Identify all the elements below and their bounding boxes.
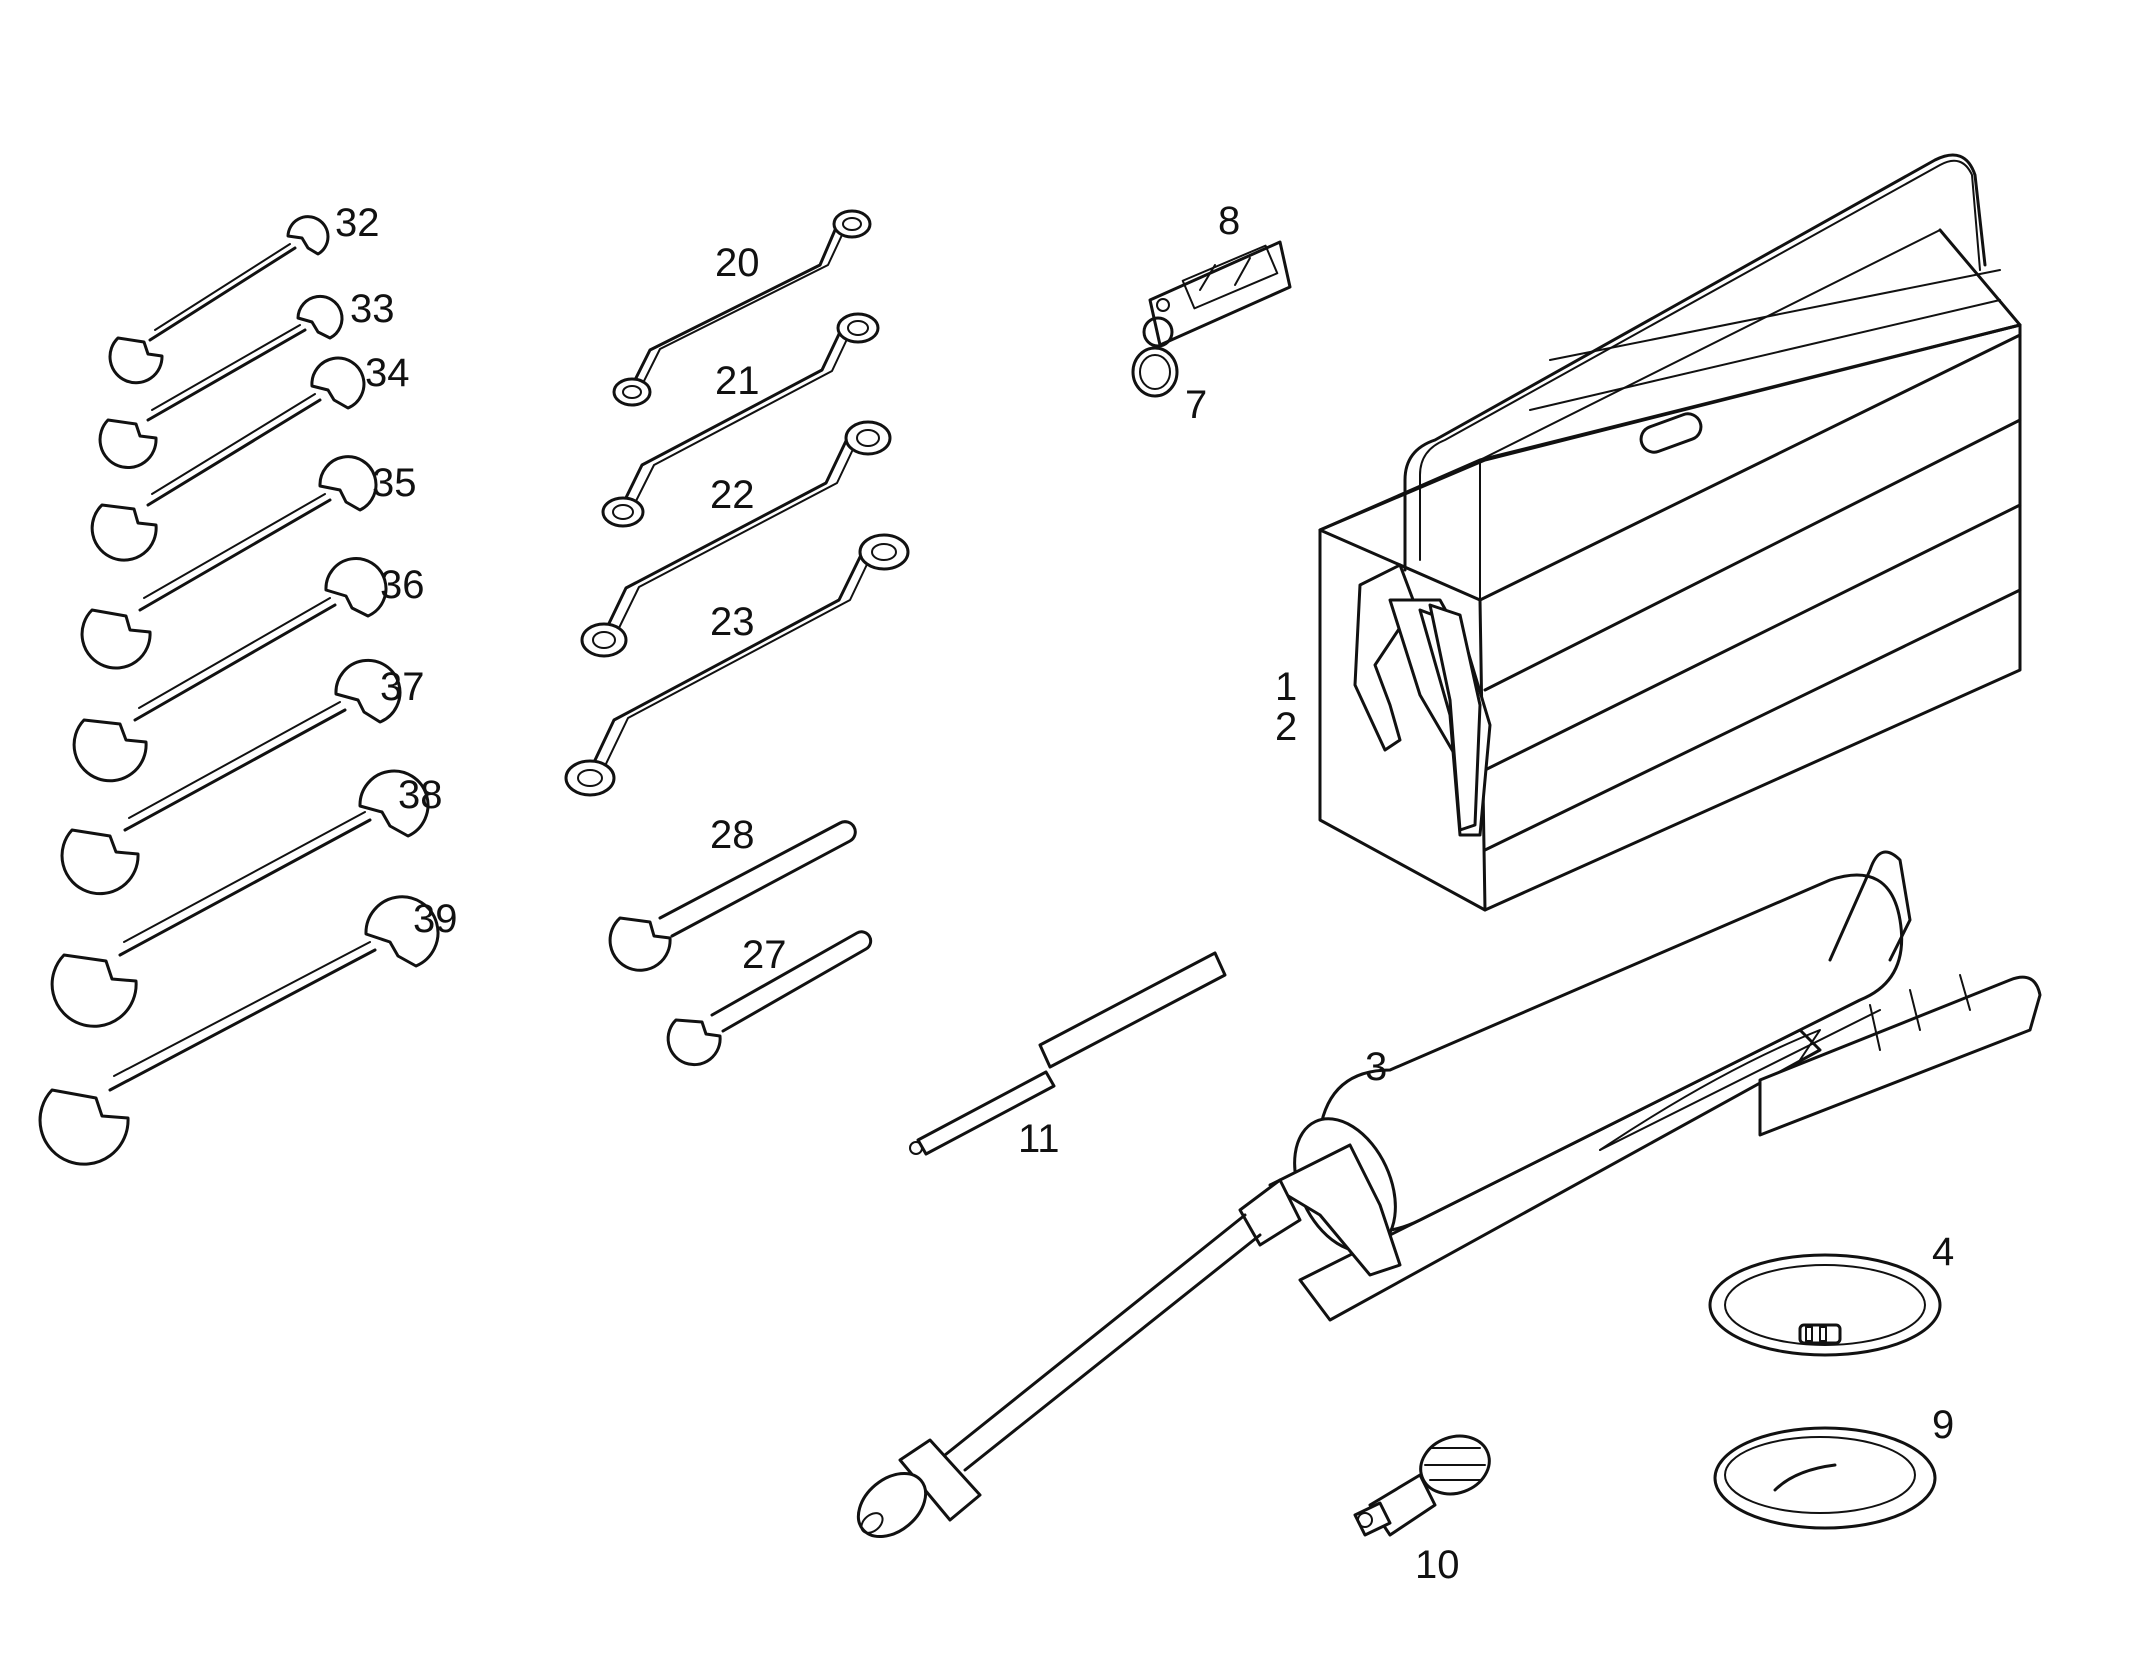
callout-32: 32 bbox=[335, 201, 380, 245]
grease-gun-3 bbox=[856, 850, 2042, 1539]
callout-36: 36 bbox=[380, 563, 425, 607]
pin-punch-11 bbox=[909, 951, 1227, 1156]
hose-9 bbox=[1713, 1426, 1937, 1530]
hose-4 bbox=[1708, 1253, 1942, 1357]
ring-spanners bbox=[564, 209, 910, 797]
wrench-37 bbox=[60, 658, 402, 896]
callout-2: 2 bbox=[1275, 705, 1297, 749]
callout-37: 37 bbox=[380, 665, 425, 709]
wrench-35 bbox=[80, 455, 378, 670]
callout-27: 27 bbox=[742, 933, 787, 977]
callout-7: 7 bbox=[1185, 383, 1207, 427]
callout-39: 39 bbox=[413, 897, 458, 941]
callout-9: 9 bbox=[1932, 1403, 1954, 1447]
wrench-27 bbox=[666, 930, 873, 1067]
wrench-39 bbox=[38, 895, 440, 1166]
callout-28: 28 bbox=[710, 813, 755, 857]
callouts: 32 33 34 35 36 37 38 39 20 21 22 23 28 2… bbox=[335, 199, 1954, 1587]
wrench-33 bbox=[98, 294, 344, 470]
tool-box bbox=[1318, 153, 2022, 912]
open-end-wrenches bbox=[38, 215, 440, 1166]
callout-21: 21 bbox=[715, 359, 760, 403]
wrench-34 bbox=[90, 356, 366, 562]
callout-33: 33 bbox=[350, 287, 395, 331]
callout-22: 22 bbox=[710, 473, 755, 517]
callout-34: 34 bbox=[365, 351, 410, 395]
callout-11: 11 bbox=[1018, 1117, 1060, 1161]
callout-20: 20 bbox=[715, 241, 760, 285]
wrench-28 bbox=[608, 820, 857, 972]
grease-nipple-adapter-10 bbox=[1353, 1434, 1491, 1537]
key-tag-8 bbox=[1148, 240, 1292, 347]
key-ring-and-tag bbox=[1131, 240, 1292, 398]
ring-spanner-20 bbox=[612, 209, 872, 407]
callout-23: 23 bbox=[710, 600, 755, 644]
wrench-38 bbox=[50, 769, 430, 1028]
callout-1: 1 bbox=[1275, 665, 1297, 709]
wrench-32 bbox=[108, 215, 330, 385]
callout-38: 38 bbox=[398, 773, 443, 817]
callout-35: 35 bbox=[372, 461, 417, 505]
ring-spanner-21 bbox=[601, 312, 880, 528]
key-ring-7 bbox=[1131, 316, 1179, 398]
wrench-36 bbox=[72, 557, 388, 783]
callout-4: 4 bbox=[1932, 1230, 1954, 1274]
single-end-wrenches bbox=[608, 820, 873, 1067]
callout-10: 10 bbox=[1415, 1543, 1460, 1587]
callout-3: 3 bbox=[1365, 1045, 1387, 1089]
ring-spanner-22 bbox=[580, 420, 892, 658]
callout-8: 8 bbox=[1218, 199, 1240, 243]
ring-spanner-23 bbox=[564, 533, 910, 797]
